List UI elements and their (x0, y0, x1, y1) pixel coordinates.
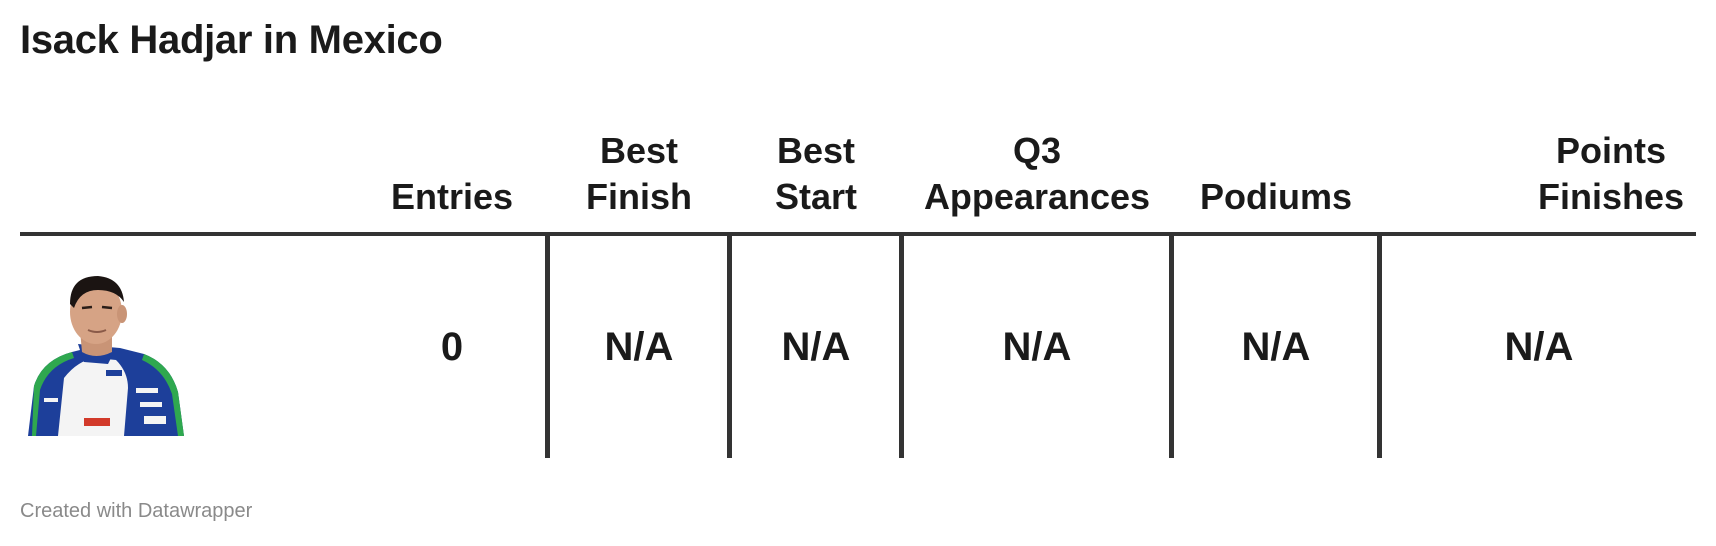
column-divider (1169, 236, 1174, 458)
header-podiums: Podiums (1174, 120, 1378, 220)
value-best-start: N/A (781, 324, 851, 369)
header-best-finish-line2: Finish (586, 176, 692, 217)
value-points-finishes: N/A (1504, 324, 1574, 369)
value-q3-appearances: N/A (1002, 324, 1072, 369)
header-q3-appearances-line1: Q3 (1012, 130, 1061, 171)
value-best-finish: N/A (604, 324, 674, 369)
datawrapper-credit[interactable]: Created with Datawrapper (20, 500, 253, 522)
header-entries-line2: Entries (390, 176, 514, 217)
header-points-finishes-line1: Points (1555, 130, 1666, 171)
header-best-start-line1: Best (776, 130, 856, 171)
driver-portrait-icon (28, 276, 184, 436)
header-entries: Entries (382, 120, 522, 220)
column-divider (899, 236, 904, 458)
column-divider (727, 236, 732, 458)
chart-title: Isack Hadjar in Mexico (20, 18, 443, 62)
value-entries: 0 (440, 324, 464, 369)
column-divider (1377, 236, 1382, 458)
header-q3-appearances-line2: Appearances (923, 176, 1151, 217)
header-divider (20, 232, 1696, 236)
header-podiums-line2: Podiums (1199, 176, 1352, 217)
value-podiums: N/A (1241, 324, 1311, 369)
column-divider (545, 236, 550, 458)
header-best-finish-line1: Best (599, 130, 679, 171)
header-points-finishes-line2: Finishes (1537, 176, 1685, 217)
header-best-start-line2: Start (774, 176, 858, 217)
